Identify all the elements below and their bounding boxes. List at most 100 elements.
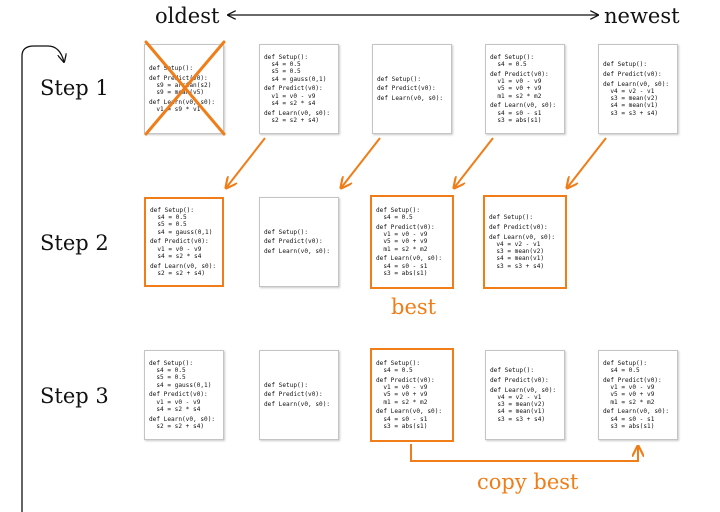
code-line: def Predict(v0): <box>489 223 548 231</box>
code-line: s4 = gauss(0,1) <box>264 75 327 83</box>
code-line: s4 = s0 - s1 <box>603 415 655 423</box>
code-line: def Learn(v0, s0): <box>149 98 216 106</box>
copy-best-label: copy best <box>477 470 579 494</box>
code-line: def Setup(): <box>603 360 648 368</box>
code-line: def Learn(v0, s0): <box>149 415 216 423</box>
code-line: s4 = s0 - s1 <box>376 262 428 270</box>
code-line: s4 = 0.5 <box>490 61 527 69</box>
code-line: s4 = gauss(0,1) <box>150 228 213 236</box>
cross-out-mark <box>144 40 226 136</box>
code-line: s3 = s3 + s4) <box>603 109 659 117</box>
code-line: def Learn(v0, s0): <box>376 408 443 416</box>
code-line: s4 = mean(v1) <box>603 102 659 110</box>
step1-card-2: def Setup(): s4 = 0.5 s5 = 0.5 s4 = gaus… <box>259 44 339 134</box>
code-line: def Setup(): <box>603 61 648 69</box>
step3-card-4: def Setup():def Predict(v0):def Learn(v0… <box>485 350 565 440</box>
code-line: def Predict(v0): <box>377 85 436 93</box>
code-line: def Learn(v0, s0): <box>489 233 556 241</box>
oldest-label: oldest <box>155 4 220 28</box>
code-line: def Setup(): <box>376 207 421 215</box>
step-3-label: Step 3 <box>40 384 109 408</box>
code-line: def Learn(v0, s0): <box>490 386 557 394</box>
code-line: s4 = 0.5 <box>150 214 187 222</box>
code-line: def Learn(v0, s0): <box>264 401 331 409</box>
code-line: s4 = 0.5 <box>376 367 413 375</box>
code-line: v1 = v0 - v9 <box>150 245 202 253</box>
code-line: v1 = v0 - v9 <box>603 384 655 392</box>
code-line: m1 = s2 * m2 <box>603 398 655 406</box>
code-line: v4 = v2 - v1 <box>490 393 542 401</box>
best-label: best <box>391 295 437 319</box>
code-line: s3 = abs(s1) <box>376 269 428 277</box>
code-line: v1 = s9 * v1 <box>149 105 201 113</box>
code-line: def Predict(v0): <box>264 85 323 93</box>
code-line: m1 = s2 * m2 <box>376 398 428 406</box>
code-line: s3 = abs(s1) <box>603 422 655 430</box>
code-line: v1 = v0 - v9 <box>149 398 201 406</box>
code-line: def Learn(v0, s0): <box>603 408 670 416</box>
shift-arrow-4 <box>567 137 607 188</box>
code-line: s3 = abs(s1) <box>490 116 542 124</box>
step1-card-3: def Setup():def Predict(v0):def Learn(v0… <box>372 44 452 134</box>
code-line: def Setup(): <box>490 54 535 62</box>
code-line: def Learn(v0, s0): <box>264 248 331 256</box>
step-1-label: Step 1 <box>40 76 109 100</box>
code-line: v5 = v0 + v9 <box>603 391 655 399</box>
code-line: v1 = v0 - v9 <box>490 78 542 86</box>
code-line: def Setup(): <box>264 228 309 236</box>
code-line: def Learn(v0, s0): <box>264 109 331 117</box>
code-line: s4 = s0 - s1 <box>376 415 428 423</box>
code-line: def Predict(v0): <box>264 238 323 246</box>
code-line: def Setup(): <box>489 214 534 222</box>
code-line: s3 = mean(v2) <box>603 95 659 103</box>
code-line: def Predict(v0): <box>603 376 662 384</box>
shift-arrow-2 <box>341 137 381 188</box>
step3-card-1: def Setup(): s4 = 0.5 s5 = 0.5 s4 = gaus… <box>144 350 224 440</box>
code-line: s4 = mean(v1) <box>489 255 545 263</box>
code-line: s5 = 0.5 <box>150 221 187 229</box>
code-line: s4 = s2 * s4 <box>264 99 316 107</box>
code-line: s4 = 0.5 <box>376 214 413 222</box>
code-line: s4 = 0.5 <box>264 61 301 69</box>
code-line: s4 = s0 - s1 <box>490 109 542 117</box>
code-line: def Setup(): <box>149 360 194 368</box>
code-line: s3 = s3 + s4) <box>489 262 545 270</box>
code-line: v1 = v0 - v9 <box>376 384 428 392</box>
code-line: def Setup(): <box>150 207 195 215</box>
code-line: v5 = v0 + v9 <box>376 391 428 399</box>
code-line: def Setup(): <box>377 75 422 83</box>
code-line: m1 = s2 * m2 <box>376 245 428 253</box>
code-line: v1 = v0 - v9 <box>264 92 316 100</box>
code-line: def Learn(v0, s0): <box>150 262 217 270</box>
step2-card-4: def Setup():def Predict(v0): def Learn(v0… <box>483 195 567 289</box>
code-line: s4 = 0.5 <box>149 367 186 375</box>
code-line: def Predict(v0): <box>490 70 549 78</box>
step2-card-2: def Setup(): def Predict(v0): def Learn(v0… <box>259 197 339 287</box>
code-line: s4 = mean(v1) <box>490 408 546 416</box>
code-line: def Predict(v0): <box>150 238 209 246</box>
loop-arrow <box>21 45 64 512</box>
step-2-label: Step 2 <box>40 231 109 255</box>
code-line: s9 = arctan(s2) <box>149 81 212 89</box>
code-line: s5 = 0.5 <box>149 374 186 382</box>
code-line: def Predict(v0): <box>376 223 435 231</box>
code-line: def Learn(v0, s0): <box>603 80 670 88</box>
code-line: def Predict(v0): <box>149 75 219 82</box>
shift-arrow-1 <box>226 137 266 188</box>
copy-best-arrow <box>410 444 638 462</box>
code-line: def Predict(v0): <box>376 376 435 384</box>
code-line: s4 = s2 * s4 <box>150 252 202 260</box>
code-line: v5 = v0 + v9 <box>490 85 542 93</box>
newest-label: newest <box>604 4 680 28</box>
code-line: s2 = s2 + s4) <box>149 422 205 430</box>
code-line: def Setup(): <box>264 54 309 62</box>
code-line: def Setup(): <box>264 381 309 389</box>
code-line: def Setup(): <box>490 367 535 375</box>
code-line: m1 = s2 * m2 <box>490 92 542 100</box>
step1-card-5: def Setup():def Predict(v0):def Learn(v0… <box>598 44 678 134</box>
